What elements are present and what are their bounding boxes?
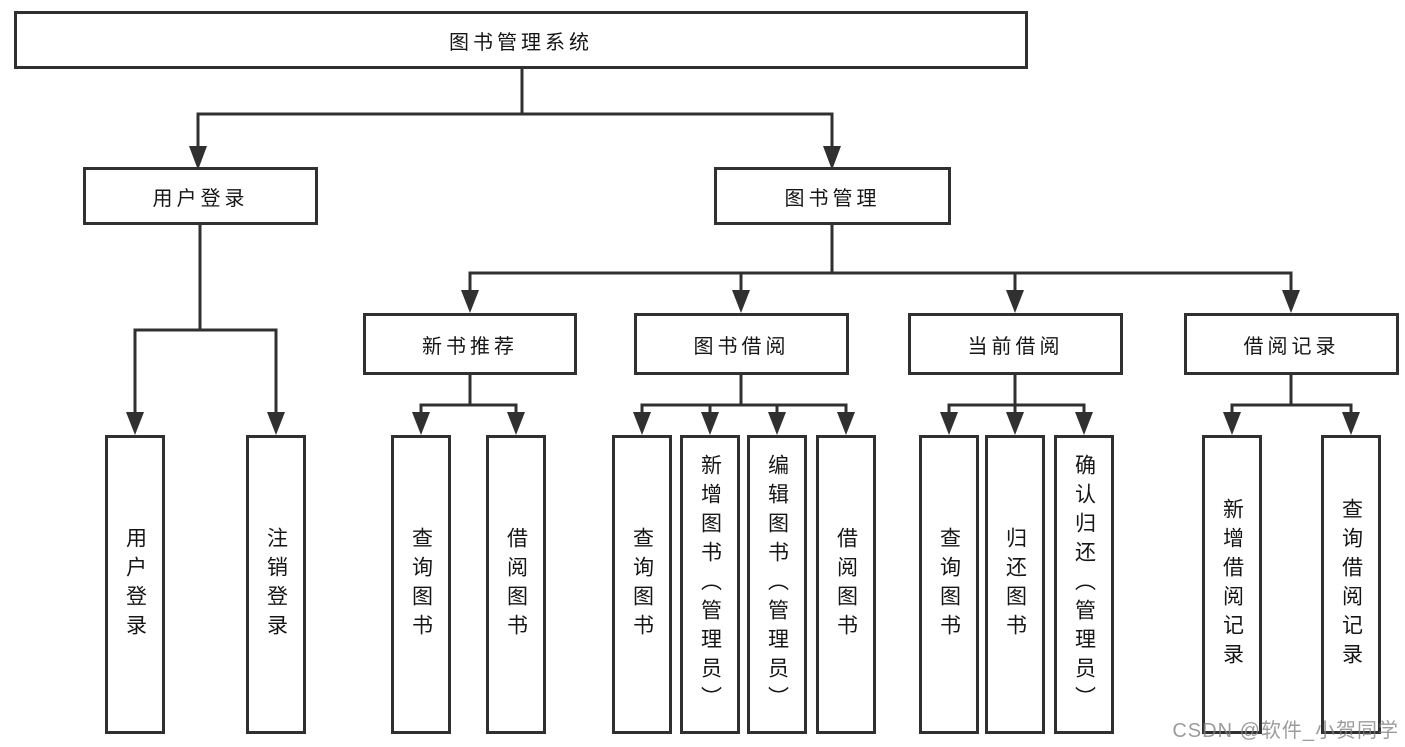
leaf-label: 归还图书	[1003, 526, 1027, 643]
node-label: 当前借阅	[967, 335, 1064, 358]
leaf-label: 注销登录	[264, 526, 288, 643]
node-new-book-recommend: 新书推荐	[363, 313, 577, 375]
leaf-borrow-book-2: 借阅图书	[816, 435, 876, 734]
leaf-confirm-return-admin: 确认归还（管理员）	[1054, 435, 1114, 734]
node-label: 新书推荐	[422, 335, 518, 358]
leaf-query-book-1: 查询图书	[391, 435, 451, 734]
node-book-borrowing: 图书借阅	[634, 313, 849, 375]
node-book-management: 图书管理	[714, 167, 951, 225]
node-label: 图书管理系统	[449, 31, 593, 54]
leaf-label: 编辑图书（管理员）	[765, 454, 789, 715]
node-label: 借阅记录	[1243, 335, 1340, 358]
node-label: 图书借阅	[693, 335, 790, 358]
leaf-label: 新增图书（管理员）	[698, 454, 722, 715]
leaf-label: 借阅图书	[834, 526, 858, 643]
leaf-label: 新增借阅记录	[1220, 497, 1244, 672]
leaf-add-borrow-record: 新增借阅记录	[1202, 435, 1262, 734]
csdn-watermark: CSDN @软件_小贺同学	[1172, 720, 1399, 742]
leaf-label: 查询借阅记录	[1339, 497, 1363, 672]
node-user-login: 用户登录	[83, 167, 318, 225]
leaf-add-book-admin: 新增图书（管理员）	[680, 435, 740, 734]
leaf-logout: 注销登录	[246, 435, 306, 734]
node-label: 用户登录	[152, 187, 249, 210]
leaf-return-book: 归还图书	[985, 435, 1045, 734]
node-label: 图书管理	[784, 187, 881, 210]
leaf-label: 查询图书	[409, 526, 433, 643]
leaf-borrow-book-1: 借阅图书	[486, 435, 546, 734]
leaf-user-login: 用户登录	[105, 435, 165, 734]
node-root-library-system: 图书管理系统	[14, 11, 1028, 69]
leaf-query-borrow-record: 查询借阅记录	[1321, 435, 1381, 734]
node-current-borrowing: 当前借阅	[908, 313, 1123, 375]
leaf-label: 确认归还（管理员）	[1072, 454, 1096, 715]
leaf-query-book-2: 查询图书	[612, 435, 672, 734]
leaf-label: 用户登录	[123, 526, 147, 643]
leaf-label: 查询图书	[630, 526, 654, 643]
leaf-edit-book-admin: 编辑图书（管理员）	[747, 435, 807, 734]
leaf-label: 查询图书	[937, 526, 961, 643]
node-borrow-records: 借阅记录	[1184, 313, 1399, 375]
leaf-label: 借阅图书	[504, 526, 528, 643]
leaf-query-book-3: 查询图书	[919, 435, 979, 734]
